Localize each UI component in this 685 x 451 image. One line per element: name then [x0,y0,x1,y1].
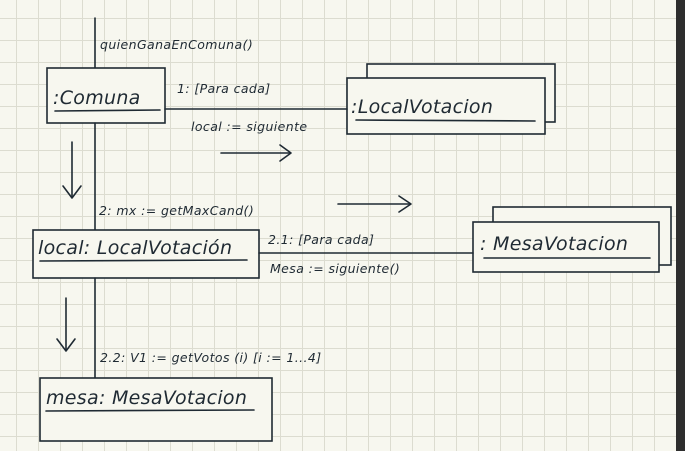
comuna-object-box [46,67,166,124]
local-object-box [32,229,260,279]
arrow-right-icon [337,195,412,213]
message-1-para-cada: 1: [Para cada] [177,81,271,96]
mesa-label-underline [45,409,255,412]
message-2-1-para-cada: 2.1: [Para cada] [268,232,374,247]
arrow-right-icon [220,144,292,162]
mesa-object-label: mesa: MesaVotacion [46,387,247,409]
message-2-1-mesa-siguiente: Mesa := siguiente() [270,261,400,276]
comuna-label-underline [54,109,161,112]
message-quienganaencomuna: quienGanaEnComuna() [100,37,253,52]
localvotacion-object-label: :LocalVotacion [351,96,493,118]
mesavotacion-object-box [472,221,660,273]
message-2-2-getvotos: 2.2: V1 := getVotos (i) [i := 1...4] [100,350,322,365]
comuna-object-label: :Comuna [53,87,141,109]
message-1-local-siguiente: local := siguiente [191,119,307,134]
arrow-down-icon [62,141,82,199]
window-right-edge [676,0,685,451]
message-2-getmaxcand: 2: mx := getMaxCand() [99,203,254,218]
local-label-underline [39,259,248,262]
localvotacion-label-underline [355,119,536,122]
local-object-label: local: LocalVotación [38,237,232,259]
localvotacion-object-box [346,77,546,135]
arrow-down-icon [56,297,76,352]
mesavotacion-object-label: : MesaVotacion [480,233,628,255]
